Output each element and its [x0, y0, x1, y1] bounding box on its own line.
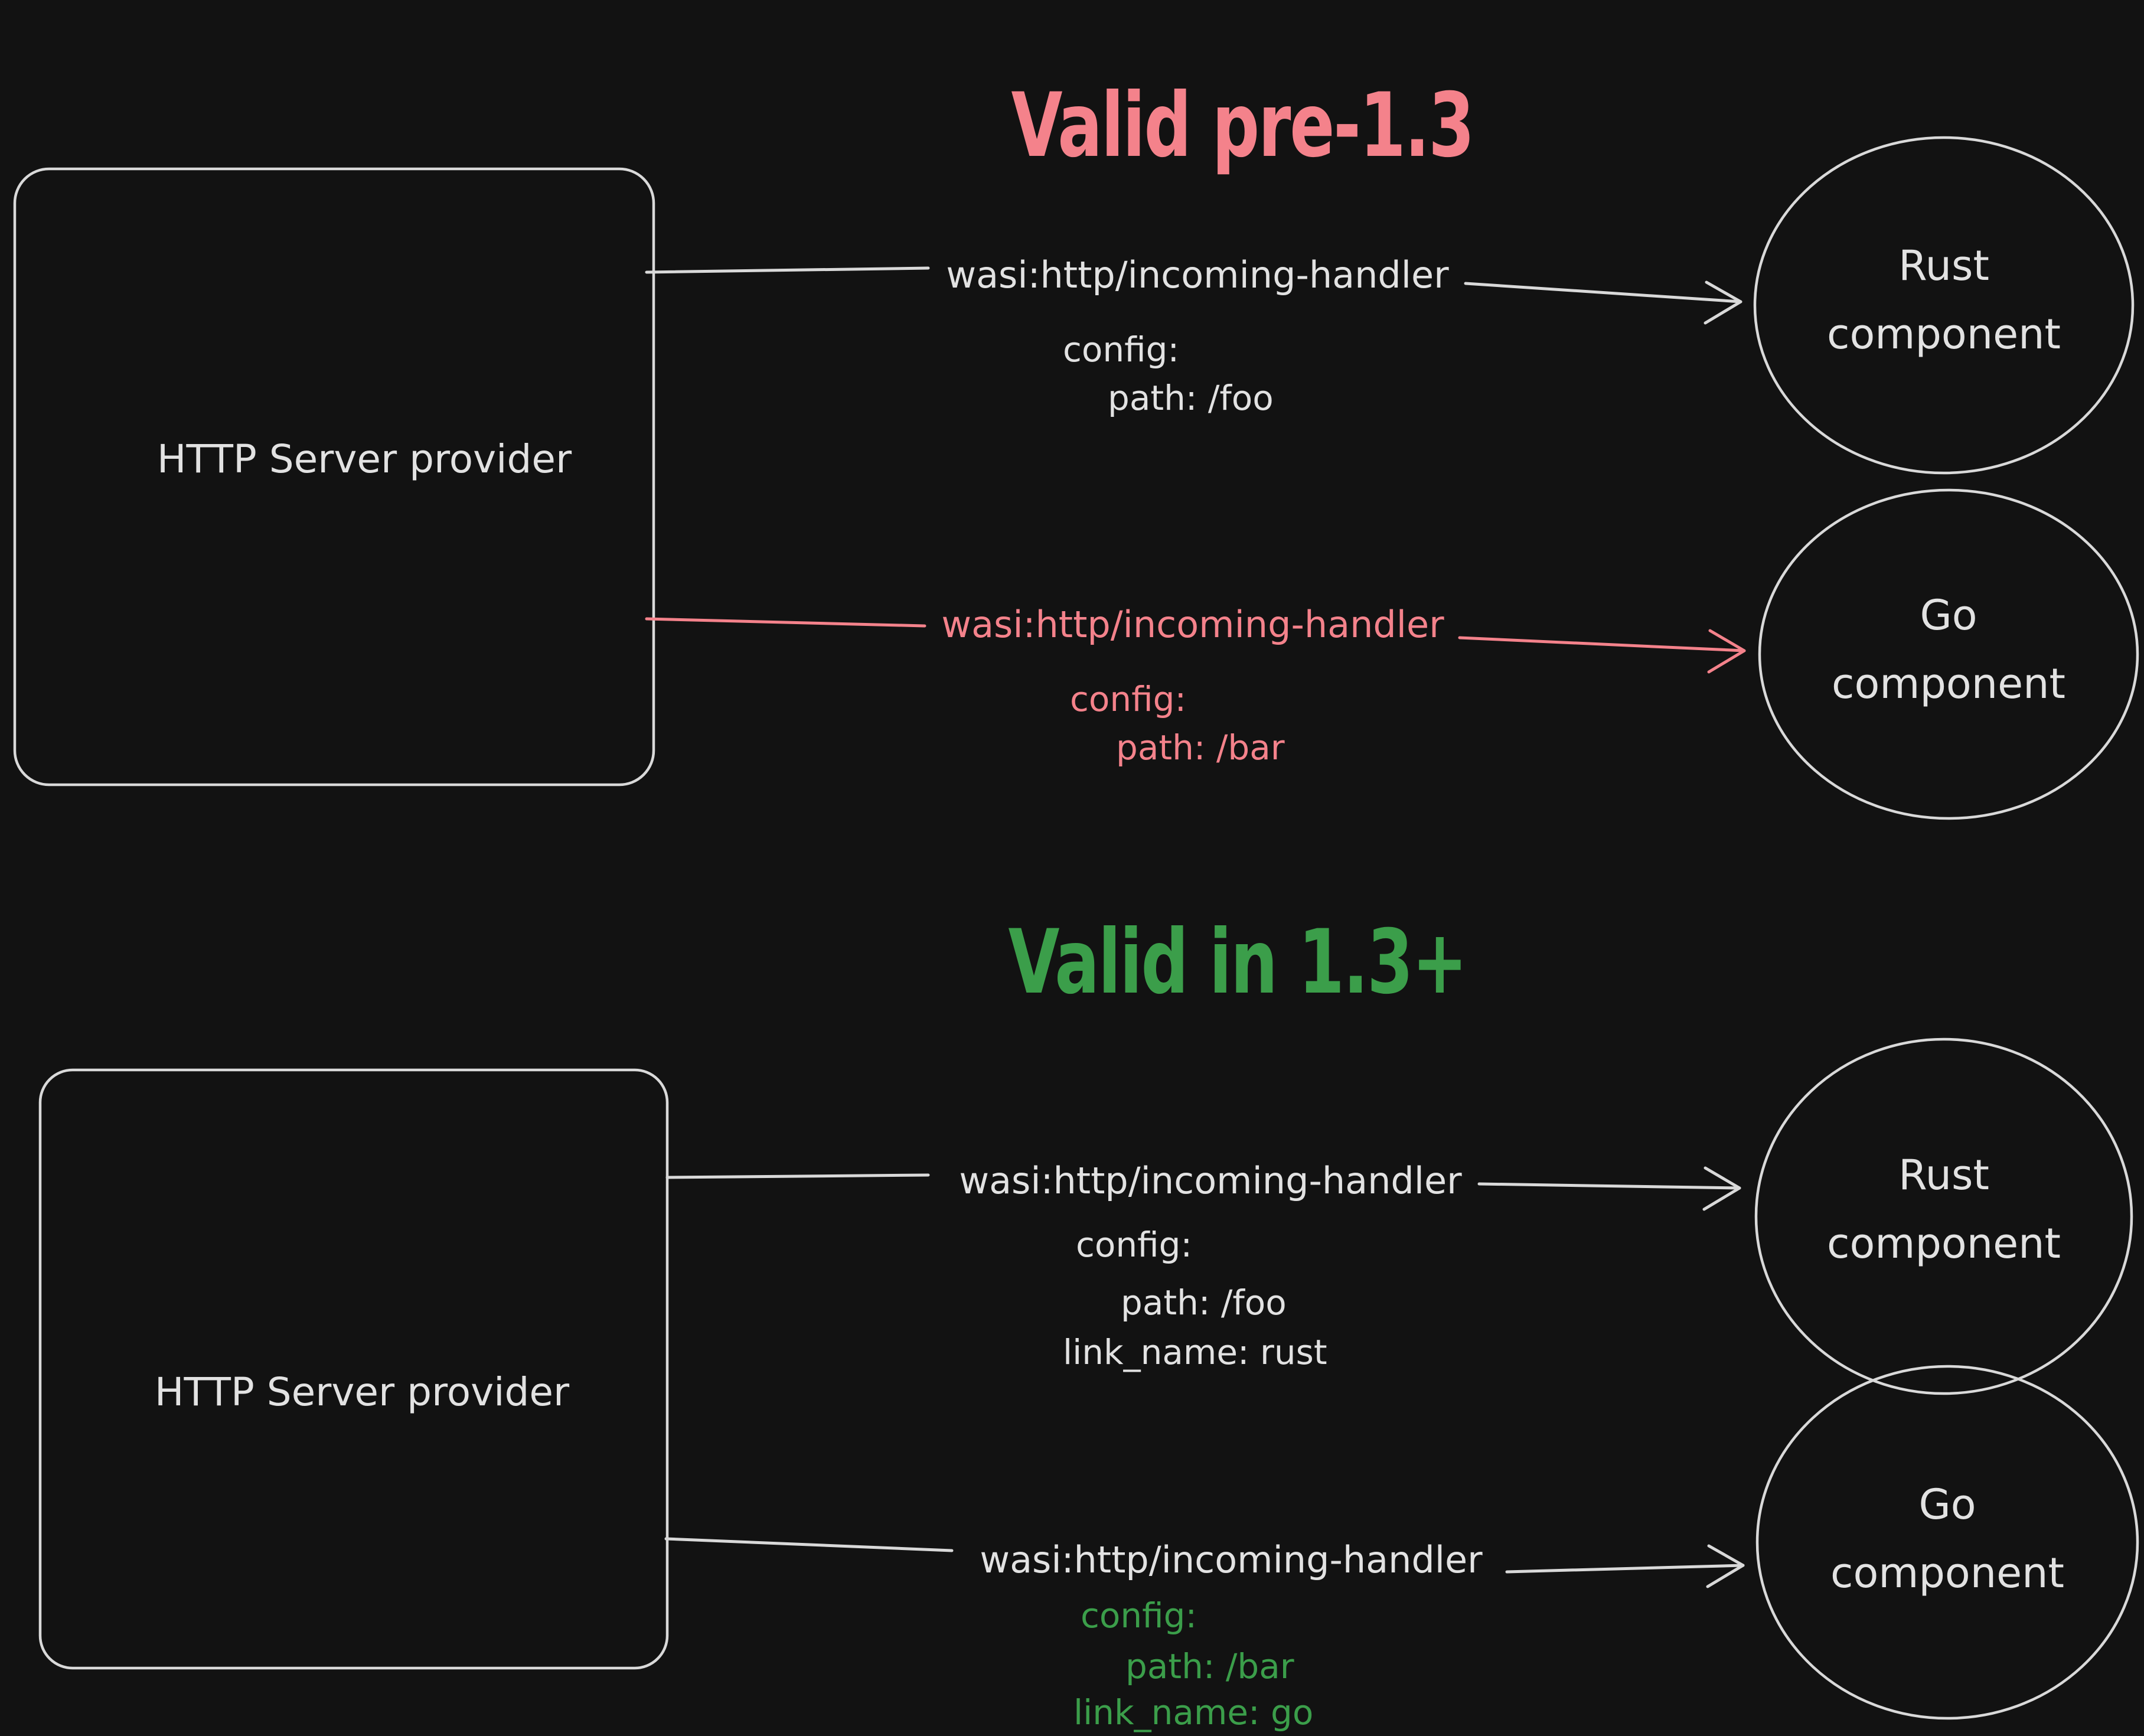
provider-box-label-v13plus: HTTP Server provider [154, 1369, 570, 1415]
config-label-rust-v13plus: config: [1076, 1225, 1193, 1265]
config-path-go-pre13: path: /bar [1116, 727, 1285, 768]
go-component-line1-v13plus: Go [1918, 1480, 1976, 1529]
config-path-rust-v13plus: path: /foo [1121, 1283, 1287, 1323]
rust-component-circle-pre13 [1753, 136, 2135, 475]
go-arrow-line-right-pre13 [1458, 636, 1746, 652]
config-path-go-v13plus: path: /bar [1125, 1646, 1294, 1686]
go-component-label-pre13: Go component [1771, 581, 2126, 718]
provider-box-pre13 [13, 167, 655, 787]
rust-arrow-line-left-pre13 [645, 266, 930, 274]
section-title-pre13: Valid pre-1.3 [1011, 74, 1475, 177]
section-title-v13plus: Valid in 1.3+ [1008, 911, 1468, 1014]
interface-label-rust-pre13: wasi:http/incoming-handler [946, 253, 1449, 296]
rust-component-line1-pre13: Rust [1898, 242, 1989, 290]
rust-component-label-pre13: Rust component [1767, 231, 2121, 368]
config-label-go-pre13: config: [1070, 679, 1187, 719]
rust-component-circle-v13plus [1754, 1037, 2133, 1395]
rust-component-line2-v13plus: component [1826, 1219, 2061, 1268]
config-path-rust-pre13: path: /foo [1108, 378, 1274, 418]
go-arrow-line-left-v13plus [664, 1537, 954, 1552]
link-name-rust-v13plus: link_name: rust [1063, 1332, 1327, 1372]
go-component-line2-pre13: component [1831, 660, 2065, 708]
go-arrowhead-icon-pre13 [1707, 629, 1746, 674]
rust-arrowhead-icon-pre13 [1704, 280, 1742, 325]
provider-box-label-pre13: HTTP Server provider [156, 436, 572, 482]
rust-component-line2-pre13: component [1826, 310, 2061, 358]
interface-label-go-pre13: wasi:http/incoming-handler [941, 603, 1444, 646]
provider-box-v13plus [38, 1068, 669, 1670]
go-arrow-line-right-v13plus [1505, 1564, 1745, 1574]
rust-component-label-v13plus: Rust component [1767, 1141, 2121, 1278]
go-component-circle-v13plus [1755, 1365, 2139, 1720]
rust-arrowhead-icon-v13plus [1702, 1166, 1741, 1211]
go-arrow-line-left-pre13 [645, 617, 926, 628]
rust-arrow-line-right-v13plus [1477, 1182, 1741, 1190]
link-name-go-v13plus: link_name: go [1073, 1692, 1314, 1732]
go-component-line1-pre13: Go [1920, 591, 1977, 639]
go-component-label-v13plus: Go component [1770, 1470, 2125, 1607]
rust-arrow-line-right-pre13 [1464, 282, 1742, 304]
go-component-line2-v13plus: component [1830, 1549, 2064, 1597]
interface-label-go-v13plus: wasi:http/incoming-handler [980, 1538, 1483, 1581]
go-component-circle-pre13 [1758, 488, 2139, 820]
interface-label-rust-v13plus: wasi:http/incoming-handler [959, 1159, 1462, 1202]
rust-arrow-line-left-v13plus [665, 1173, 930, 1179]
config-label-go-v13plus: config: [1081, 1595, 1197, 1636]
go-arrowhead-icon-v13plus [1706, 1544, 1745, 1588]
config-label-rust-pre13: config: [1063, 329, 1180, 370]
rust-component-line1-v13plus: Rust [1898, 1151, 1989, 1199]
